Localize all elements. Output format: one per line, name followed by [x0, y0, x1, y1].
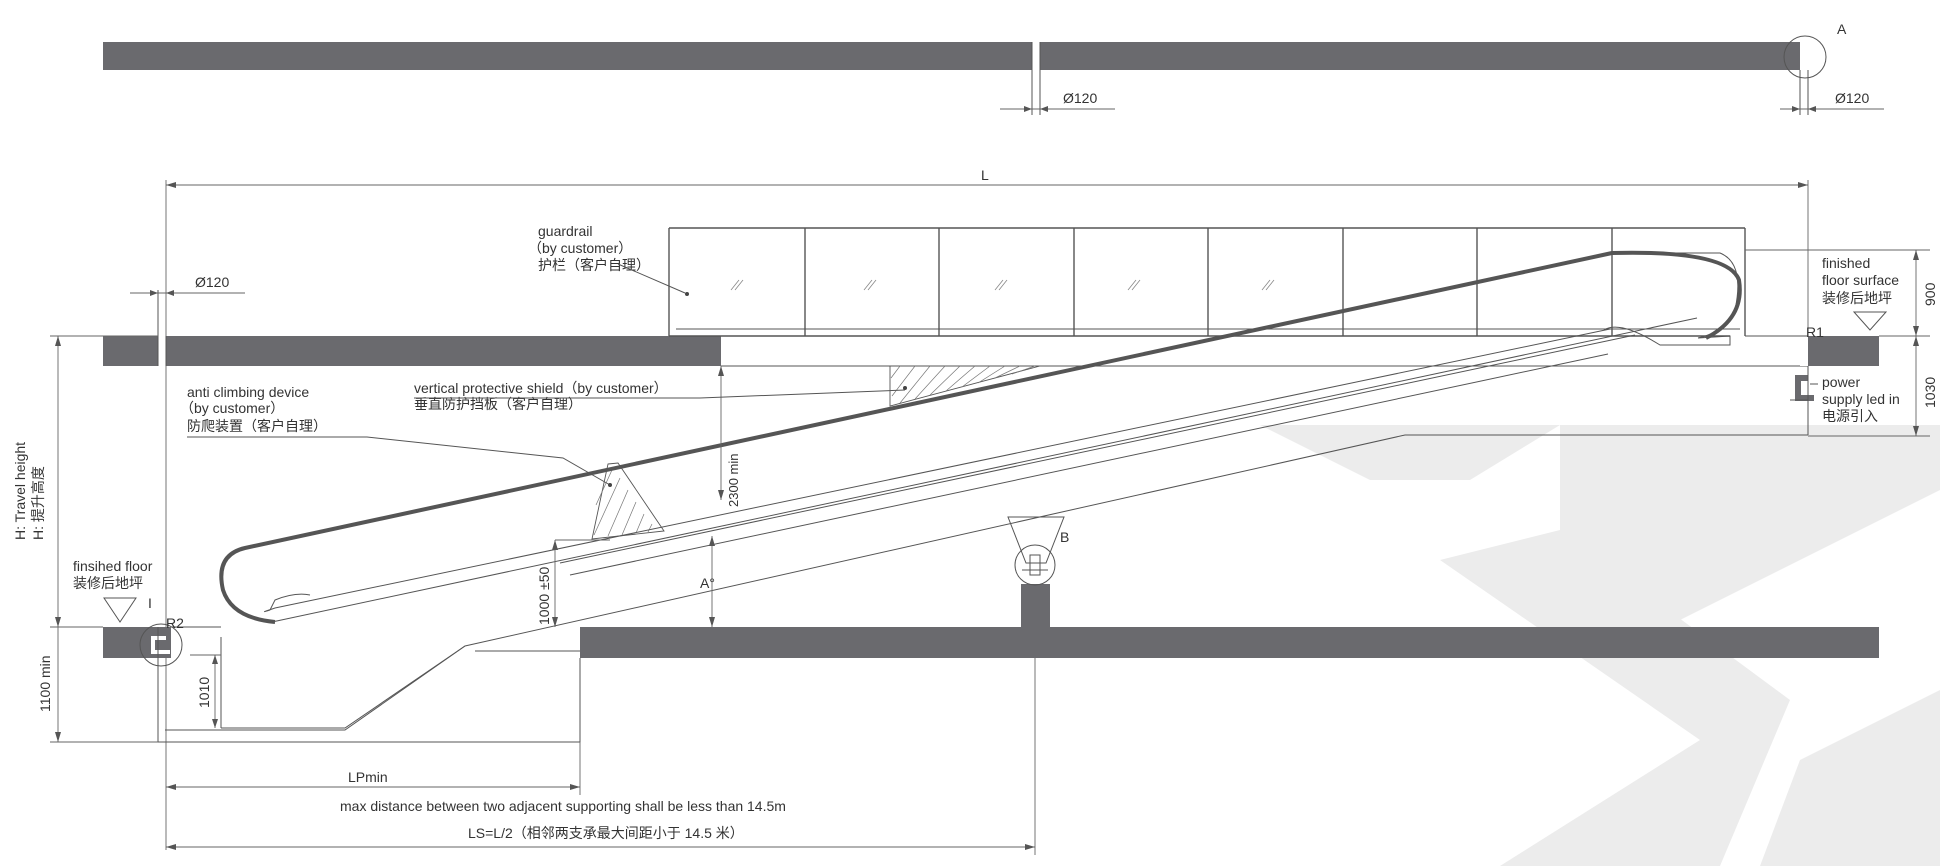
callout-finished-floor-lower: finsihed floor 装修后地坪: [73, 558, 153, 623]
top-hole-dim-right: Ø120: [1835, 90, 1869, 106]
support-span: LS=L/2（相邻两支承最大间距小于 14.5 米）: [468, 825, 744, 841]
top-hole-right: [1800, 42, 1808, 70]
travel-height-en: H: Travel height: [12, 442, 28, 540]
callout-finished-floor-upper: finished floor surface 装修后地坪: [1822, 255, 1899, 331]
dim-travel-height: H: Travel height H: 提升高度: [12, 335, 158, 628]
top-view: Ø120 A Ø120: [103, 21, 1884, 115]
dim-1010-label: 1010: [196, 677, 212, 708]
detail-r2-circle: [139, 623, 183, 667]
r2-label: R2: [166, 615, 184, 631]
power-label-2: supply led in: [1822, 391, 1900, 407]
upper-floor-slab: [166, 336, 721, 366]
dim-right: 900 1030: [1745, 249, 1938, 437]
upper-floor-slab-left: [103, 336, 158, 366]
watermark-logo: [1260, 425, 1940, 866]
dim-1010: 1010: [190, 654, 221, 728]
top-floor-slab-left: [103, 42, 1032, 70]
power-label-1: power: [1822, 374, 1860, 390]
guardrail-label-by: （by customer）: [528, 240, 632, 256]
dimension-l: L: [165, 167, 1809, 850]
dim-lp-min-label: LPmin: [348, 769, 388, 785]
upper-pit: [721, 336, 1814, 435]
callout-power: power supply led in 电源引入: [1810, 374, 1900, 424]
anti-climbing-device: [591, 462, 665, 540]
r1-label: R1: [1806, 324, 1824, 340]
travel-height-cn: H: 提升高度: [30, 466, 46, 540]
callout-shield: vertical protective shield（by customer） …: [414, 380, 907, 412]
shield-label-en: vertical protective shield（by customer）: [414, 380, 668, 396]
top-floor-slab-right: [1040, 42, 1807, 70]
support-b: [1007, 516, 1065, 627]
anti-label-en: anti climbing device: [187, 384, 309, 400]
upper-floor-label-cn: 装修后地坪: [1822, 290, 1892, 306]
detail-b-label: B: [1060, 529, 1069, 545]
dim-1100-min: 1100 min: [37, 655, 53, 712]
callout-guardrail: guardrail （by customer） 护栏（客户自理）: [528, 223, 689, 296]
lower-floor-label-cn: 装修后地坪: [73, 575, 143, 591]
top-hole-dim-mid: Ø120: [1063, 90, 1097, 106]
dim-overall-length: L: [981, 167, 989, 183]
lower-floor-label-en: finsihed floor: [73, 558, 153, 574]
upper-floor-slab-right: [1808, 336, 1879, 366]
support-note: max distance between two adjacent suppor…: [340, 798, 786, 814]
upper-floor-label-2: floor surface: [1822, 272, 1899, 288]
dim-arrows: [1024, 106, 1048, 112]
guardrail-label-en: guardrail: [538, 223, 592, 239]
guardrail: [668, 227, 1746, 337]
lower-floor-slab: [580, 627, 1879, 658]
angle-indicator: A°: [700, 536, 715, 627]
dim-1030: 1030: [1922, 377, 1938, 408]
dim-lp-min: LPmin: [166, 742, 581, 795]
dim-2300-label: 2300 min: [726, 454, 741, 507]
detail-a-circle: [1783, 35, 1827, 79]
dim-lower-pit-min: 1100 min: [37, 627, 158, 743]
dim-handrail-height: 1000 ±50: [536, 539, 610, 627]
dim-ls: max distance between two adjacent suppor…: [166, 658, 1036, 855]
vertical-protective-shield: [889, 365, 1041, 407]
shield-label-cn: 垂直防护挡板（客户自理）: [414, 396, 582, 412]
upper-floor-label-1: finished: [1822, 255, 1870, 271]
dim-1000-label: 1000 ±50: [536, 566, 552, 625]
guardrail-label-cn: 护栏（客户自理）: [538, 257, 650, 273]
dim-2300: 2300 min: [718, 366, 741, 507]
callout-anti-climbing: anti climbing device （by customer） 防爬装置（…: [180, 384, 612, 487]
anti-label-cn: 防爬装置（客户自理）: [187, 418, 327, 434]
dim-900: 900: [1922, 282, 1938, 306]
dim-hole-upper: Ø120: [195, 274, 229, 290]
detail-a-label: A: [1837, 21, 1847, 37]
anti-label-by: （by customer）: [180, 400, 284, 416]
detail-i-label: I: [148, 595, 152, 611]
angle-label: A°: [700, 575, 715, 591]
power-label-cn: 电源引入: [1822, 408, 1878, 424]
